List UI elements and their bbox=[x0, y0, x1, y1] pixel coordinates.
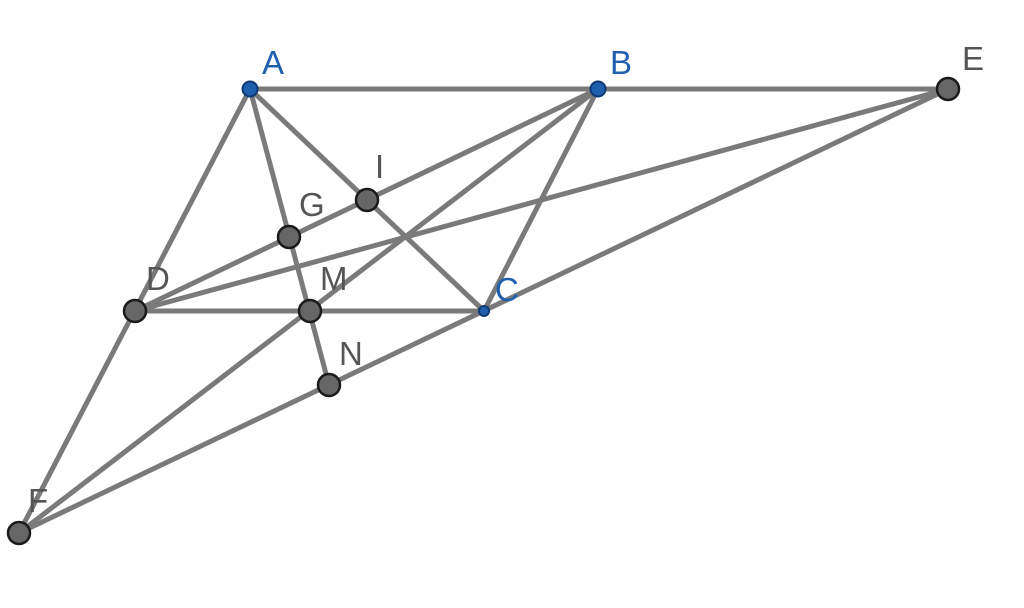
point-label-d: D bbox=[146, 260, 170, 297]
point-b bbox=[589, 80, 607, 98]
point-label-i: I bbox=[375, 148, 384, 185]
point-label-m: M bbox=[320, 260, 348, 297]
point-label-n: N bbox=[339, 335, 363, 372]
point-n bbox=[316, 372, 342, 398]
labels-layer: A B E I G D M C N F bbox=[28, 40, 984, 519]
point-label-c: C bbox=[495, 271, 519, 308]
point-e bbox=[935, 76, 961, 102]
point-f bbox=[6, 520, 32, 546]
point-label-f: F bbox=[28, 482, 48, 519]
point-label-a: A bbox=[262, 44, 284, 81]
point-label-e: E bbox=[962, 40, 984, 77]
point-g bbox=[276, 224, 302, 250]
point-d bbox=[122, 298, 148, 324]
segment-ED bbox=[132, 86, 951, 314]
point-i bbox=[354, 187, 380, 213]
point-c bbox=[478, 305, 490, 317]
point-label-b: B bbox=[610, 44, 632, 81]
points-layer bbox=[6, 76, 961, 546]
point-label-g: G bbox=[299, 186, 325, 223]
point-a bbox=[241, 80, 259, 98]
point-m bbox=[297, 298, 323, 324]
